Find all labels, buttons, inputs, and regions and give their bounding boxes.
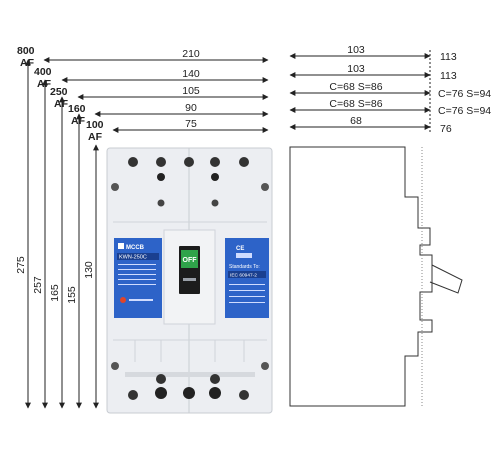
logo-icon	[118, 243, 124, 249]
side-width-value-800: 103	[347, 44, 365, 56]
af-label-250: 250 AF	[50, 86, 69, 110]
side-depth-value-400: 113	[440, 70, 457, 82]
af-unit: AF	[20, 57, 35, 69]
width-value-400: 140	[182, 68, 200, 80]
af-label-800: 800 AF	[17, 45, 35, 69]
height-value-800: 275	[15, 256, 27, 274]
standard-code: IEC 60947-2	[230, 273, 257, 279]
width-value-250: 105	[182, 85, 200, 97]
breaker-ribs	[113, 221, 267, 362]
ce-mark: CE	[236, 246, 244, 252]
height-value-250: 165	[49, 284, 61, 302]
model-label: KWN-250C	[119, 255, 147, 261]
side-width-value-400: 103	[347, 63, 365, 75]
side-profile-outline	[289, 146, 463, 407]
side-width-value-100: 68	[350, 115, 362, 127]
af-num: 400	[34, 66, 52, 78]
handle-state-label: OFF	[183, 257, 198, 264]
side-depth-value-250: C=76 S=94	[438, 88, 491, 100]
side-depth-value-800: 113	[440, 51, 457, 63]
brand-label: MCCB	[126, 245, 145, 251]
side-width-value-160: C=68 S=86	[329, 98, 382, 110]
width-value-160: 90	[185, 102, 197, 114]
af-num: 160	[68, 103, 86, 115]
af-num: 800	[17, 45, 35, 57]
side-width-value-250: C=68 S=86	[329, 81, 382, 93]
push-to-trip-button	[120, 297, 126, 303]
side-depth-value-100: 76	[440, 123, 452, 135]
right-label-panel: CE Standards To: IEC 60947-2	[225, 238, 269, 318]
af-unit: AF	[71, 115, 86, 127]
af-unit: AF	[54, 98, 69, 110]
af-num: 250	[50, 86, 68, 98]
standards-label: Standards To:	[229, 264, 260, 270]
af-num: 100	[86, 119, 104, 131]
width-value-800: 210	[182, 48, 200, 60]
width-value-100: 75	[185, 118, 197, 130]
height-value-100: 130	[83, 261, 95, 279]
breaker-handle[interactable]: OFF	[163, 229, 216, 325]
side-depth-value-160: C=76 S=94	[438, 105, 491, 117]
height-value-160: 155	[66, 286, 78, 304]
af-label-100: 100 AF	[86, 119, 104, 143]
left-label-panel: MCCB KWN-250C	[114, 238, 162, 318]
af-label-160: 160 AF	[68, 103, 86, 127]
af-unit: AF	[88, 131, 103, 143]
height-value-400: 257	[32, 276, 44, 294]
